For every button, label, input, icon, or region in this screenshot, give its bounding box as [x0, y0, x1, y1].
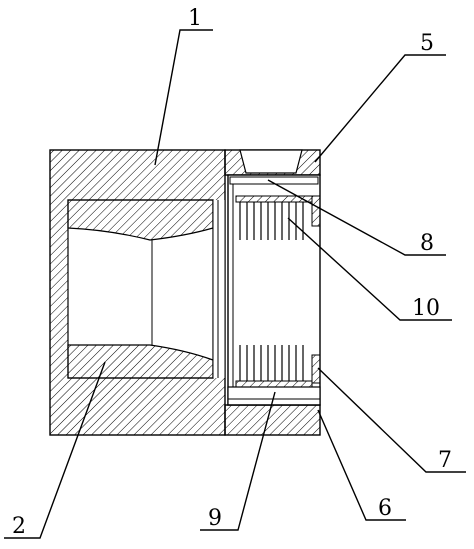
top-fins — [239, 202, 304, 240]
housing — [227, 174, 321, 406]
leader-1 — [154, 29, 213, 166]
label-7: 7 — [438, 448, 452, 473]
upper-insert — [67, 199, 214, 241]
leader-6 — [317, 409, 406, 521]
leader-5 — [314, 54, 446, 163]
body-strip — [213, 200, 225, 378]
top-fin-bar — [235, 195, 313, 203]
leaders — [4, 29, 466, 539]
label-6: 6 — [378, 496, 392, 521]
label-8: 8 — [420, 231, 434, 256]
right-assembly — [224, 149, 321, 436]
top-right-block — [311, 195, 321, 227]
bottom-block — [224, 404, 321, 436]
label-1: 1 — [188, 6, 202, 31]
funnel-notch — [239, 149, 303, 174]
bottom-fin-bar — [235, 380, 313, 388]
leader-10 — [287, 217, 452, 321]
leader-2 — [4, 361, 106, 539]
labels: 1 5 8 10 7 6 9 2 — [12, 6, 452, 539]
main-body — [49, 149, 226, 436]
label-2: 2 — [12, 514, 26, 539]
leader-7 — [317, 367, 466, 473]
leader-9 — [200, 391, 276, 531]
leader-8 — [267, 179, 446, 256]
label-10: 10 — [412, 296, 440, 321]
label-9: 9 — [208, 506, 222, 531]
label-5: 5 — [420, 31, 434, 56]
bottom-fins — [239, 345, 304, 381]
